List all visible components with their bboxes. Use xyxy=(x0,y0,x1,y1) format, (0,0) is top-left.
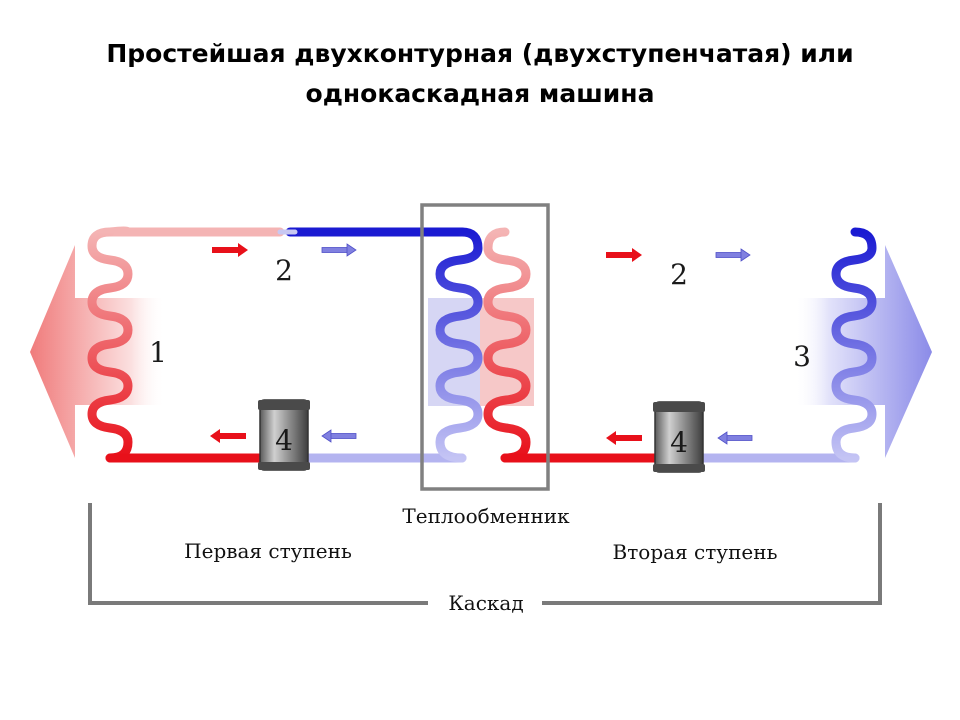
expansion-valve-number: 2 xyxy=(275,254,293,287)
title-line-2: однокаскадная машина xyxy=(305,79,655,108)
compressor-stage-2: 4 xyxy=(653,401,705,473)
compressor-stage-1: 4 xyxy=(258,399,310,471)
flow-arrow-cold xyxy=(717,431,753,445)
second-stage-label: Вторая ступень xyxy=(613,540,778,564)
flow-arrow-cold xyxy=(715,248,751,262)
flow-arrow-hot xyxy=(606,431,642,445)
cascade-bracket-left xyxy=(88,503,428,605)
flow-arrow-cold xyxy=(321,429,357,443)
heat-exchanger-frame xyxy=(420,203,550,491)
cascade-bracket-right xyxy=(542,503,882,605)
cold-input-arrow xyxy=(795,245,932,458)
condenser-number: 1 xyxy=(149,336,167,369)
compressor-number: 4 xyxy=(670,426,688,459)
first-stage-circuit xyxy=(87,226,483,463)
exchanger-evaporator-coil xyxy=(435,227,483,463)
cascade-label: Каскад xyxy=(448,591,523,615)
flow-arrows xyxy=(210,243,753,445)
first-stage-label: Первая ступень xyxy=(184,539,352,563)
compressor-number: 4 xyxy=(275,424,293,457)
title-line-1: Простейшая двухконтурная (двухступенчата… xyxy=(106,39,854,68)
condenser-coil xyxy=(87,227,133,463)
expansion-valve-number: 2 xyxy=(670,258,688,291)
flow-arrow-cold xyxy=(321,243,357,257)
flow-arrow-hot xyxy=(606,248,642,262)
second-stage-circuit xyxy=(483,227,877,463)
heat-exchanger-label: Теплообменник xyxy=(402,504,570,528)
page-title: Простейшая двухконтурная (двухступенчата… xyxy=(0,34,960,114)
flow-arrow-hot xyxy=(212,243,248,257)
evaporator-coil xyxy=(831,227,877,463)
evaporator-number: 3 xyxy=(793,340,811,373)
flow-arrow-hot xyxy=(210,429,246,443)
exchanger-condenser-coil xyxy=(483,227,531,463)
